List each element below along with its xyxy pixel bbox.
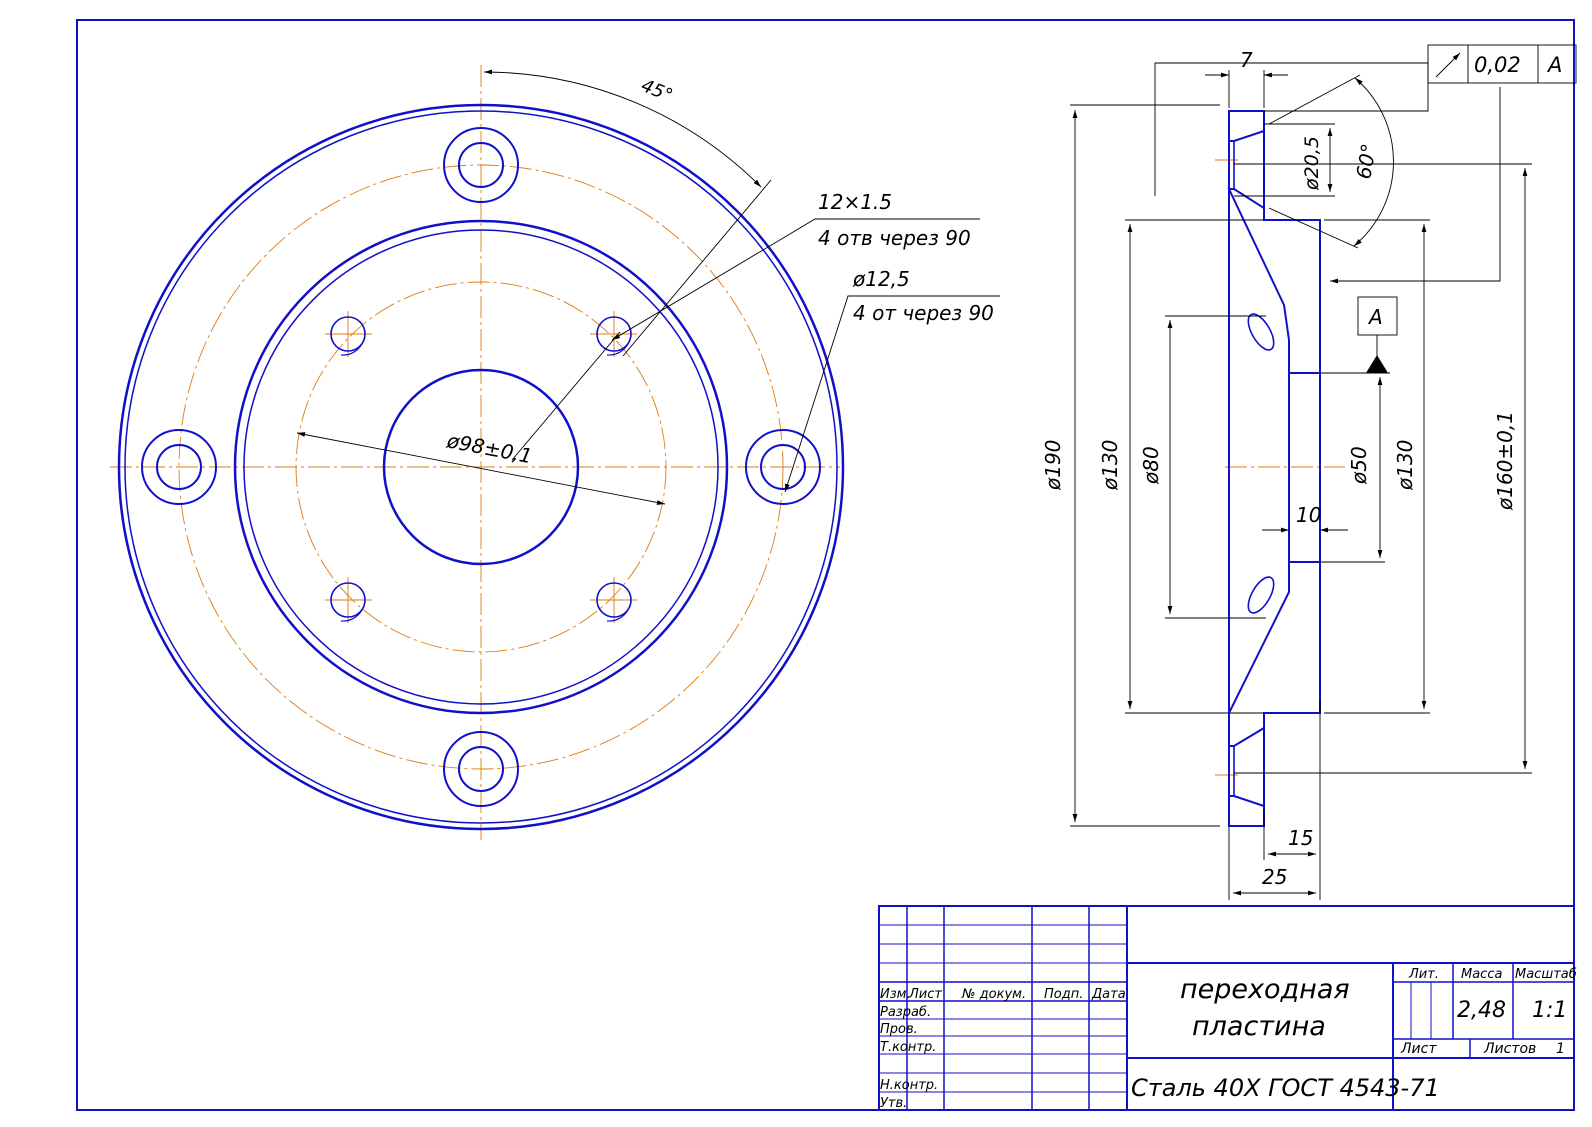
dim-160-label: ø160±0,1 <box>1493 411 1517 511</box>
outer-bolt-circle <box>178 164 784 770</box>
dim-50-label: ø50 <box>1347 446 1371 485</box>
dim-130-left-label: ø130 <box>1098 440 1122 491</box>
sheet-frame <box>76 19 1575 1111</box>
scale-value: 1:1 <box>1532 998 1567 1023</box>
mass-label: Масса <box>1461 967 1502 982</box>
row-prov: Пров. <box>880 1022 918 1037</box>
thread-leader <box>611 218 980 341</box>
threaded-hole-tr <box>590 311 637 357</box>
sheets-label: Листов <box>1483 1041 1536 1057</box>
thread-hole-ellipse-top <box>1247 313 1275 351</box>
col-data: Дата <box>1091 987 1126 1002</box>
part-name-line1: переходная <box>1180 974 1350 1005</box>
dim-10-label: 10 <box>1296 503 1321 527</box>
large-hole-right <box>745 429 821 505</box>
angle-45-dimension <box>483 69 762 188</box>
section-hatch-upper <box>1227 188 1321 374</box>
dim-7-label: 7 <box>1240 48 1253 72</box>
runout-arrow-icon <box>1435 52 1461 78</box>
datum-box <box>1357 296 1398 336</box>
datum-triangle <box>1366 355 1388 373</box>
col-doc: № докум. <box>961 987 1026 1002</box>
col-podp: Подп. <box>1044 987 1083 1002</box>
hub-contour <box>233 219 729 715</box>
hole-callout-size: ø12,5 <box>852 267 910 291</box>
thread-callout-size: 12×1.5 <box>818 190 892 214</box>
dim-130-right-label: ø130 <box>1393 440 1417 491</box>
row-tkontr: Т.контр. <box>880 1040 936 1055</box>
title-block-frame <box>878 905 1575 1111</box>
threaded-hole-bl <box>325 577 372 623</box>
large-hole-left <box>141 429 217 505</box>
gdt-leader-2 <box>1330 87 1501 284</box>
col-list: Лист <box>908 987 942 1002</box>
section-hatch-top-lip <box>1228 110 1265 142</box>
section-view: ø190 ø130 ø80 ø50 ø130 ø160±0,1 ø20,5 60… <box>1041 44 1577 900</box>
dim-190-label: ø190 <box>1041 440 1065 491</box>
dim-80-label: ø80 <box>1139 446 1163 485</box>
gdt-leader <box>1154 62 1429 196</box>
hole-leader <box>784 295 1000 493</box>
row-nkontr: Н.контр. <box>880 1078 938 1093</box>
inner-bolt-circle <box>295 281 667 653</box>
dim-60-label: 60° <box>1351 142 1381 181</box>
datum-letter: A <box>1367 305 1383 329</box>
dim-60-arc <box>1353 77 1394 247</box>
scale-label: Масштаб <box>1515 967 1577 982</box>
thread-hole-ellipse-bottom <box>1247 576 1275 614</box>
threaded-hole-tl <box>325 311 372 357</box>
hub-chamfer <box>243 229 719 705</box>
bolt-circle-dimension <box>296 432 666 505</box>
front-view: 45° 12×1.5 4 отв через 90 ø12,5 4 от чер… <box>110 65 1000 840</box>
gdt-frame <box>1427 44 1577 84</box>
section-hatch-bottom-lip <box>1228 795 1265 827</box>
gdt-datum: A <box>1546 53 1562 77</box>
row-utv: Утв. <box>880 1096 907 1111</box>
sheet-label: Лист <box>1400 1041 1437 1057</box>
row-razrab: Разраб. <box>880 1005 931 1020</box>
dim-15-label: 15 <box>1288 826 1313 850</box>
threaded-hole-br <box>590 577 637 623</box>
section-hatch-lower <box>1228 561 1321 747</box>
hole-callout-note: 4 от через 90 <box>853 301 994 325</box>
lit-label: Лит. <box>1408 967 1439 982</box>
outer-chamfer <box>124 110 838 824</box>
col-izm: Изм. <box>880 987 911 1002</box>
outer-contour <box>117 103 845 831</box>
part-name-line2: пластина <box>1192 1011 1326 1042</box>
mass-value: 2,48 <box>1457 998 1506 1023</box>
title-block: Изм. Лист № докум. Подп. Дата Разраб. Пр… <box>878 905 1577 1111</box>
angle-45-extension <box>622 179 772 357</box>
large-hole-bottom <box>443 731 519 807</box>
dim-20-5-label: ø20,5 <box>1301 136 1323 191</box>
bolt-circle-label: ø98±0,1 <box>444 428 534 468</box>
thread-callout-note: 4 отв через 90 <box>818 226 971 250</box>
gdt-value: 0,02 <box>1474 53 1521 77</box>
thread-leader-extension <box>511 331 621 461</box>
material-label: Сталь 40Х ГОСТ 4543-71 <box>1131 1074 1440 1102</box>
dim-25-label: 25 <box>1262 865 1287 889</box>
angle-45-label: 45° <box>638 75 675 106</box>
sheets-value: 1 <box>1556 1041 1565 1057</box>
